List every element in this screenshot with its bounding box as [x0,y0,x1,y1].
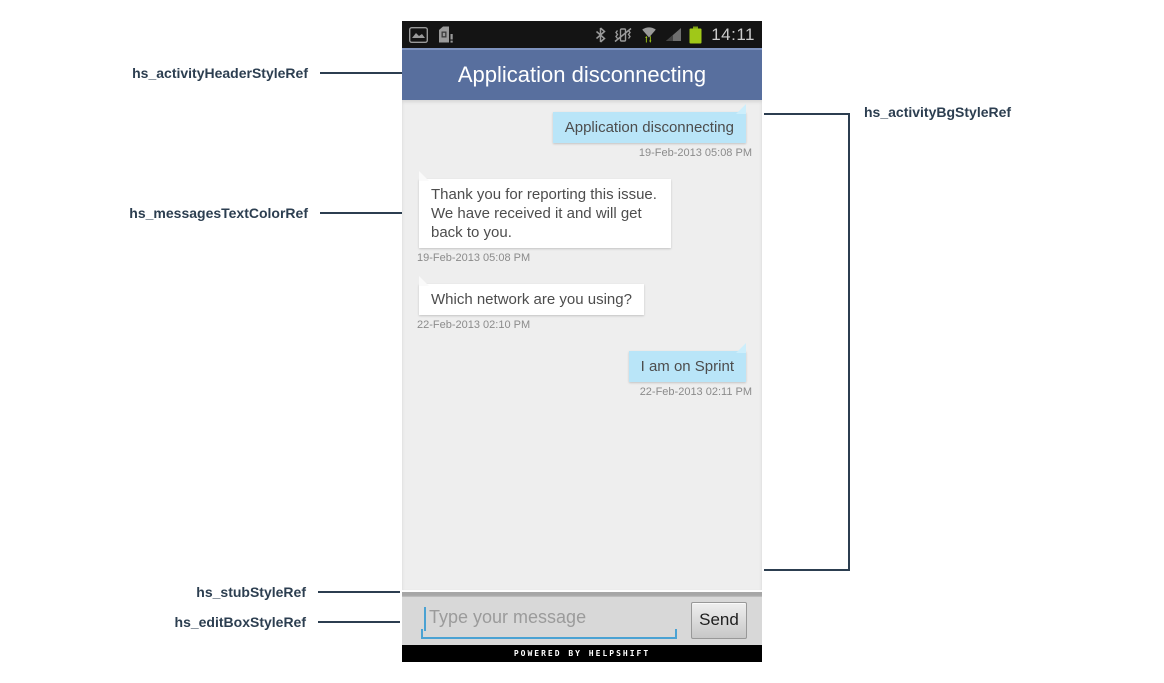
message-timestamp: 22-Feb-2013 02:11 PM [639,386,752,398]
activity-header-title: Application disconnecting [457,62,707,87]
powered-by-text: POWERED BY HELPSHIFT [513,649,651,658]
signal-strength-icon [665,27,682,42]
bubble-tail [736,104,746,114]
gallery-icon [409,26,428,43]
message-text: Thank you for reporting this issue. We h… [431,186,657,241]
status-bar: 14:11 [402,21,762,48]
annotation-connector-line [318,621,400,623]
sim-card-alert-icon [435,26,454,43]
bubble-tail [419,171,429,181]
message-text: Which network are you using? [431,291,632,308]
message-composer: Send [402,597,762,645]
annotation-stub-style: hs_stubStyleRef [196,584,400,600]
message-timestamp: 22-Feb-2013 02:10 PM [417,319,531,331]
message-timestamp: 19-Feb-2013 05:08 PM [417,252,531,264]
annotation-label: hs_activityHeaderStyleRef [132,65,308,81]
message-timestamp: 19-Feb-2013 05:08 PM [638,147,752,159]
annotation-bracket-activity-bg [764,113,850,571]
message-bubble: Thank you for reporting this issue. We h… [419,171,671,248]
wifi-icon [640,26,658,44]
annotation-label: hs_stubStyleRef [196,584,306,600]
message-group-agent: Which network are you using? 22-Feb-2013… [417,276,746,331]
message-group-user: I am on Sprint 22-Feb-2013 02:11 PM [419,343,752,398]
message-text: I am on Sprint [640,358,734,375]
battery-icon [689,26,702,44]
annotation-label: hs_messagesTextColorRef [129,205,308,221]
status-bar-clock: 14:11 [711,24,755,44]
annotation-label: hs_editBoxStyleRef [174,614,306,630]
annotation-messages-text-color: hs_messagesTextColorRef [129,205,402,221]
message-bubble: Application disconnecting [552,104,746,143]
conversation-scroll-area[interactable]: Application disconnecting 19-Feb-2013 05… [402,100,762,590]
annotation-label-activity-bg: hs_activityBgStyleRef [864,104,1012,120]
activity-header: Application disconnecting [402,48,762,100]
phone-screen: 14:11 Application disconnecting Applicat… [402,21,762,662]
message-input[interactable] [421,601,677,637]
annotation-activity-header: hs_activityHeaderStyleRef [132,65,402,81]
annotation-connector-line [320,212,402,214]
message-bubble: Which network are you using? [419,276,644,315]
message-edit-box[interactable] [421,601,677,639]
bubble-tail [419,276,429,286]
powered-by-bar: POWERED BY HELPSHIFT [402,645,762,662]
message-bubble: I am on Sprint [628,343,746,382]
annotation-connector-line [318,591,400,593]
message-group-agent: Thank you for reporting this issue. We h… [417,171,746,264]
bubble-tail [736,343,746,353]
annotation-connector-line [320,72,402,74]
send-button[interactable]: Send [691,601,747,639]
conversation-stub-divider [402,590,762,597]
message-group-user: Application disconnecting 19-Feb-2013 05… [419,104,752,159]
text-cursor [424,606,426,631]
bluetooth-icon [595,26,606,43]
vibrate-off-icon [613,27,633,43]
annotation-edit-box-style: hs_editBoxStyleRef [175,614,400,630]
message-text: Application disconnecting [564,119,734,136]
